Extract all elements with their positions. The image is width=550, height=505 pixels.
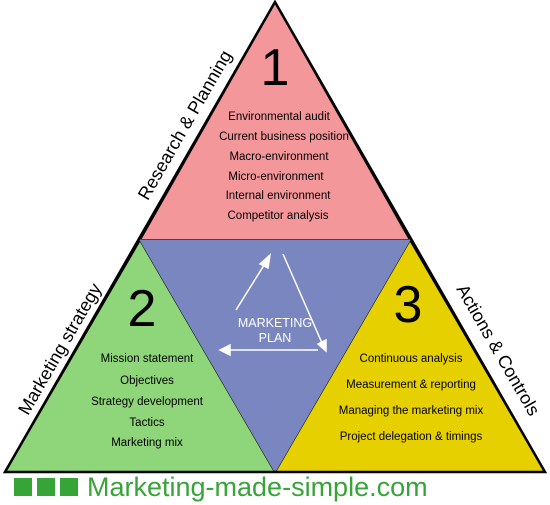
section-1-number: 1 (261, 39, 290, 97)
brand-square-icon (60, 478, 78, 496)
section-2-number: 2 (128, 280, 157, 338)
section-3-item: Project delegation & timings (340, 431, 483, 443)
section-1-item: Competitor analysis (228, 210, 329, 222)
brand-square-icon (37, 478, 55, 496)
section-2-item: Objectives (120, 375, 174, 387)
section-3-item: Managing the marketing mix (339, 405, 484, 417)
section-2-item: Tactics (129, 417, 164, 429)
section-1-item: Internal environment (226, 190, 332, 202)
outer-border (2, 0, 548, 474)
section-3-number: 3 (394, 276, 423, 334)
section-2-item: Mission statement (101, 353, 194, 365)
section-2-item: Marketing mix (111, 437, 183, 449)
center-label-marketing: MARKETING (238, 316, 312, 330)
section-3-item: Continuous analysis (360, 353, 463, 365)
section-1-item: Current business position (219, 131, 349, 143)
section-1-item: Micro-environment (228, 171, 324, 183)
section-1-item: Environmental audit (228, 111, 330, 123)
center-triangle (139, 239, 411, 473)
cycle-arrows (218, 253, 327, 357)
brand-square-icon (14, 478, 32, 496)
footer-brand: Marketing-made-simple.com (14, 470, 428, 504)
center-label-plan: PLAN (259, 331, 292, 345)
section-2-item: Strategy development (91, 396, 204, 408)
section-1-item: Macro-environment (229, 151, 329, 163)
footer-site-text: Marketing-made-simple.com (87, 471, 428, 502)
section-3-item: Measurement & reporting (346, 379, 476, 391)
